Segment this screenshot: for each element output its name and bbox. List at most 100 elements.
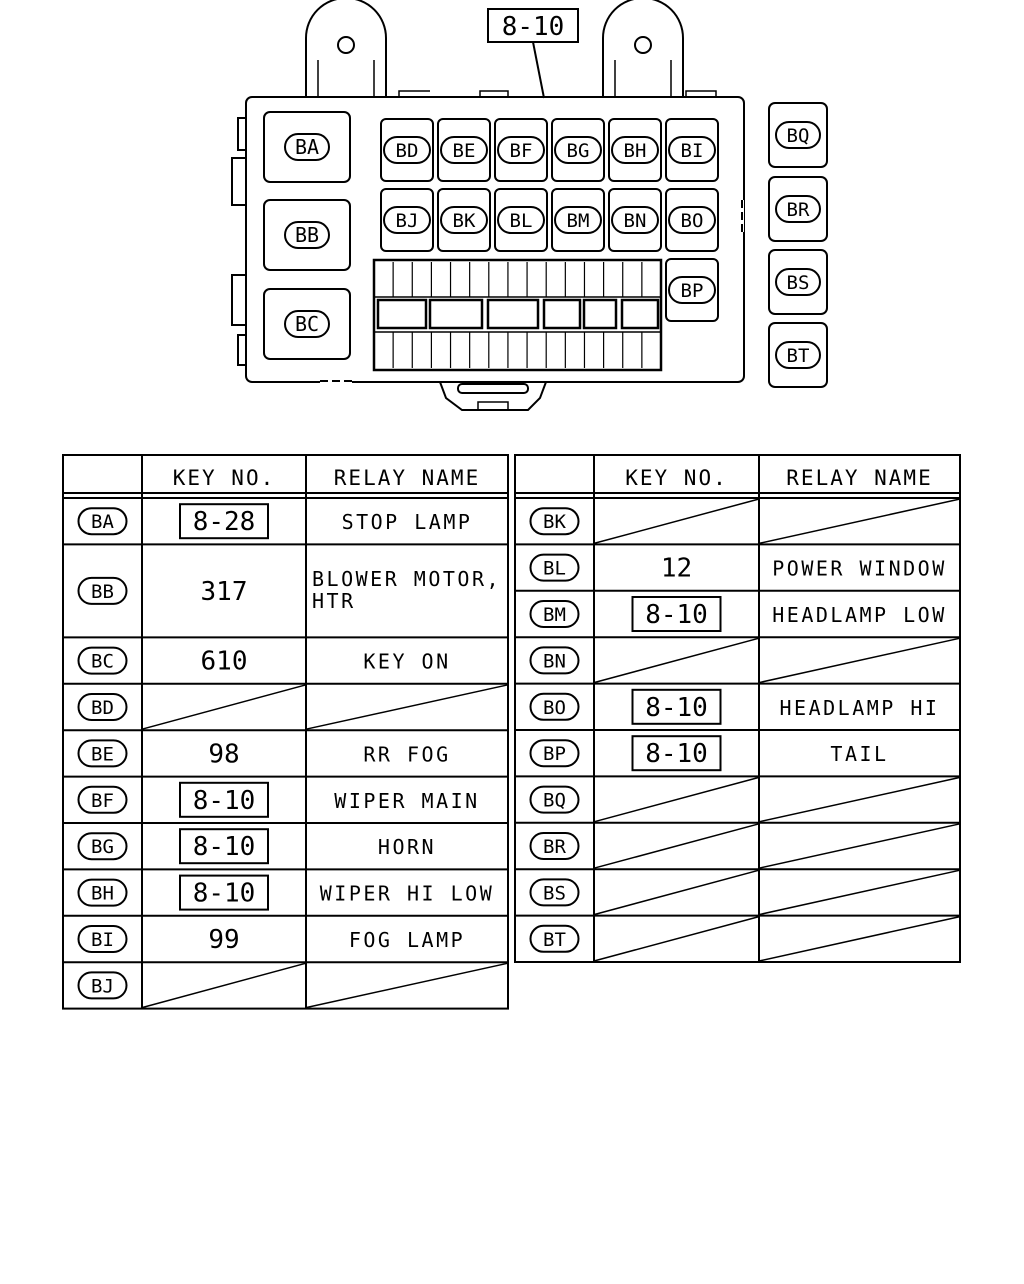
relay-id-text: BS (787, 272, 810, 294)
key-no: 8-10 (193, 786, 256, 816)
table-row: BF 8-10 WIPER MAIN (63, 781, 508, 824)
relay-name: TAIL (830, 742, 888, 766)
relay-id-badge: BH (77, 878, 128, 907)
relay-label-bj: BJ (383, 206, 431, 234)
relay-id-text: BT (787, 345, 810, 367)
empty-slash (758, 776, 961, 823)
relay-label-bm: BM (554, 206, 602, 234)
relay-id: BP (543, 743, 566, 765)
relay-ba (263, 111, 351, 183)
empty-slash (141, 962, 307, 1009)
relay-id: BE (91, 743, 114, 765)
table-row: BS (515, 869, 961, 917)
key-ref-box (179, 828, 269, 865)
relay-label-bn: BN (611, 206, 659, 234)
relay-label-bc: BC (284, 310, 330, 338)
table-row: BE 98 RR FOG (63, 739, 508, 778)
relay-label-bs: BS (775, 268, 821, 296)
relay-id-text: BH (624, 140, 647, 162)
relay-id-badge: BF (77, 785, 128, 814)
header-relay-name: RELAY NAME (786, 466, 932, 490)
relay-name: WIPER HI LOW (320, 882, 495, 906)
empty-slash (593, 776, 760, 823)
empty-slash (593, 823, 760, 869)
relay-name: RR FOG (363, 742, 450, 766)
key-ref-box (631, 596, 722, 632)
relay-id: BT (543, 929, 566, 951)
table-row: BD (63, 684, 509, 732)
relay-id: BK (543, 511, 566, 533)
relay-id-text: BL (510, 210, 533, 232)
key-ref-box (179, 503, 269, 540)
relay-bj (380, 188, 434, 252)
key-ref-box (179, 874, 269, 911)
key-ref-box (631, 688, 722, 725)
relay-id: BL (543, 558, 566, 580)
key-no: 8-10 (193, 832, 256, 862)
key-no: 8-28 (193, 507, 256, 537)
relay-label-bt: BT (775, 341, 821, 369)
relay-id: BB (91, 581, 114, 603)
relay-bq (768, 102, 828, 168)
relay-id-badge: BJ (77, 971, 128, 1000)
relay-id: BD (91, 697, 114, 719)
key-no: 98 (208, 739, 239, 769)
relay-id: BG (91, 836, 114, 858)
empty-slash (758, 637, 961, 684)
relay-name: WIPER MAIN (334, 789, 479, 813)
table-row: BJ (77, 962, 509, 1009)
relay-name: HEADLAMP HI (780, 696, 940, 720)
key-ref-box (179, 781, 269, 818)
fuse-connector-block (372, 258, 663, 372)
relay-label-ba: BA (284, 133, 330, 161)
relay-id-text: BA (295, 135, 319, 159)
relay-id-badge: BI (77, 925, 128, 953)
relay-id: BI (91, 929, 114, 951)
relay-id-badge: BA (77, 507, 128, 536)
relay-id-text: BD (396, 140, 419, 162)
relay-bk (437, 188, 491, 252)
relay-id-badge: BQ (529, 785, 580, 814)
relay-id-text: BC (295, 312, 319, 336)
empty-slash (305, 962, 509, 1009)
relay-id-text: BN (624, 210, 647, 232)
relay-label-be: BE (440, 136, 488, 164)
relay-name: HORN (378, 835, 436, 859)
table-row: BG 8-10 HORN (63, 828, 508, 871)
empty-slash (758, 915, 961, 962)
relay-id-text: BM (567, 210, 590, 232)
relay-id-text: BG (567, 140, 590, 162)
relay-id-badge: BO (529, 692, 580, 721)
relay-id-badge: BT (529, 924, 580, 953)
relay-id-badge: BL (529, 553, 580, 582)
relay-id: BJ (91, 975, 114, 997)
relay-name: POWER WINDOW (772, 557, 947, 581)
table-row: BN (515, 637, 961, 685)
relay-bl (494, 188, 548, 252)
relay-name: FOG LAMP (349, 928, 465, 952)
key-no: 317 (201, 577, 248, 607)
empty-slash (593, 498, 760, 545)
relay-id: BQ (543, 790, 566, 812)
relay-id-badge: BS (529, 878, 580, 907)
relay-id-text: BP (681, 280, 704, 302)
relay-id-badge: BG (77, 832, 128, 861)
relay-id: BN (543, 650, 566, 672)
relay-bp (665, 258, 719, 322)
key-no: 8-10 (645, 739, 708, 769)
relay-label-bl: BL (497, 206, 545, 234)
relay-name: KEY ON (363, 650, 450, 674)
relay-bo (665, 188, 719, 252)
relay-name-line2: HTR (312, 589, 356, 613)
relay-id-badge: BK (529, 507, 580, 536)
relay-label-bi: BI (668, 136, 716, 164)
